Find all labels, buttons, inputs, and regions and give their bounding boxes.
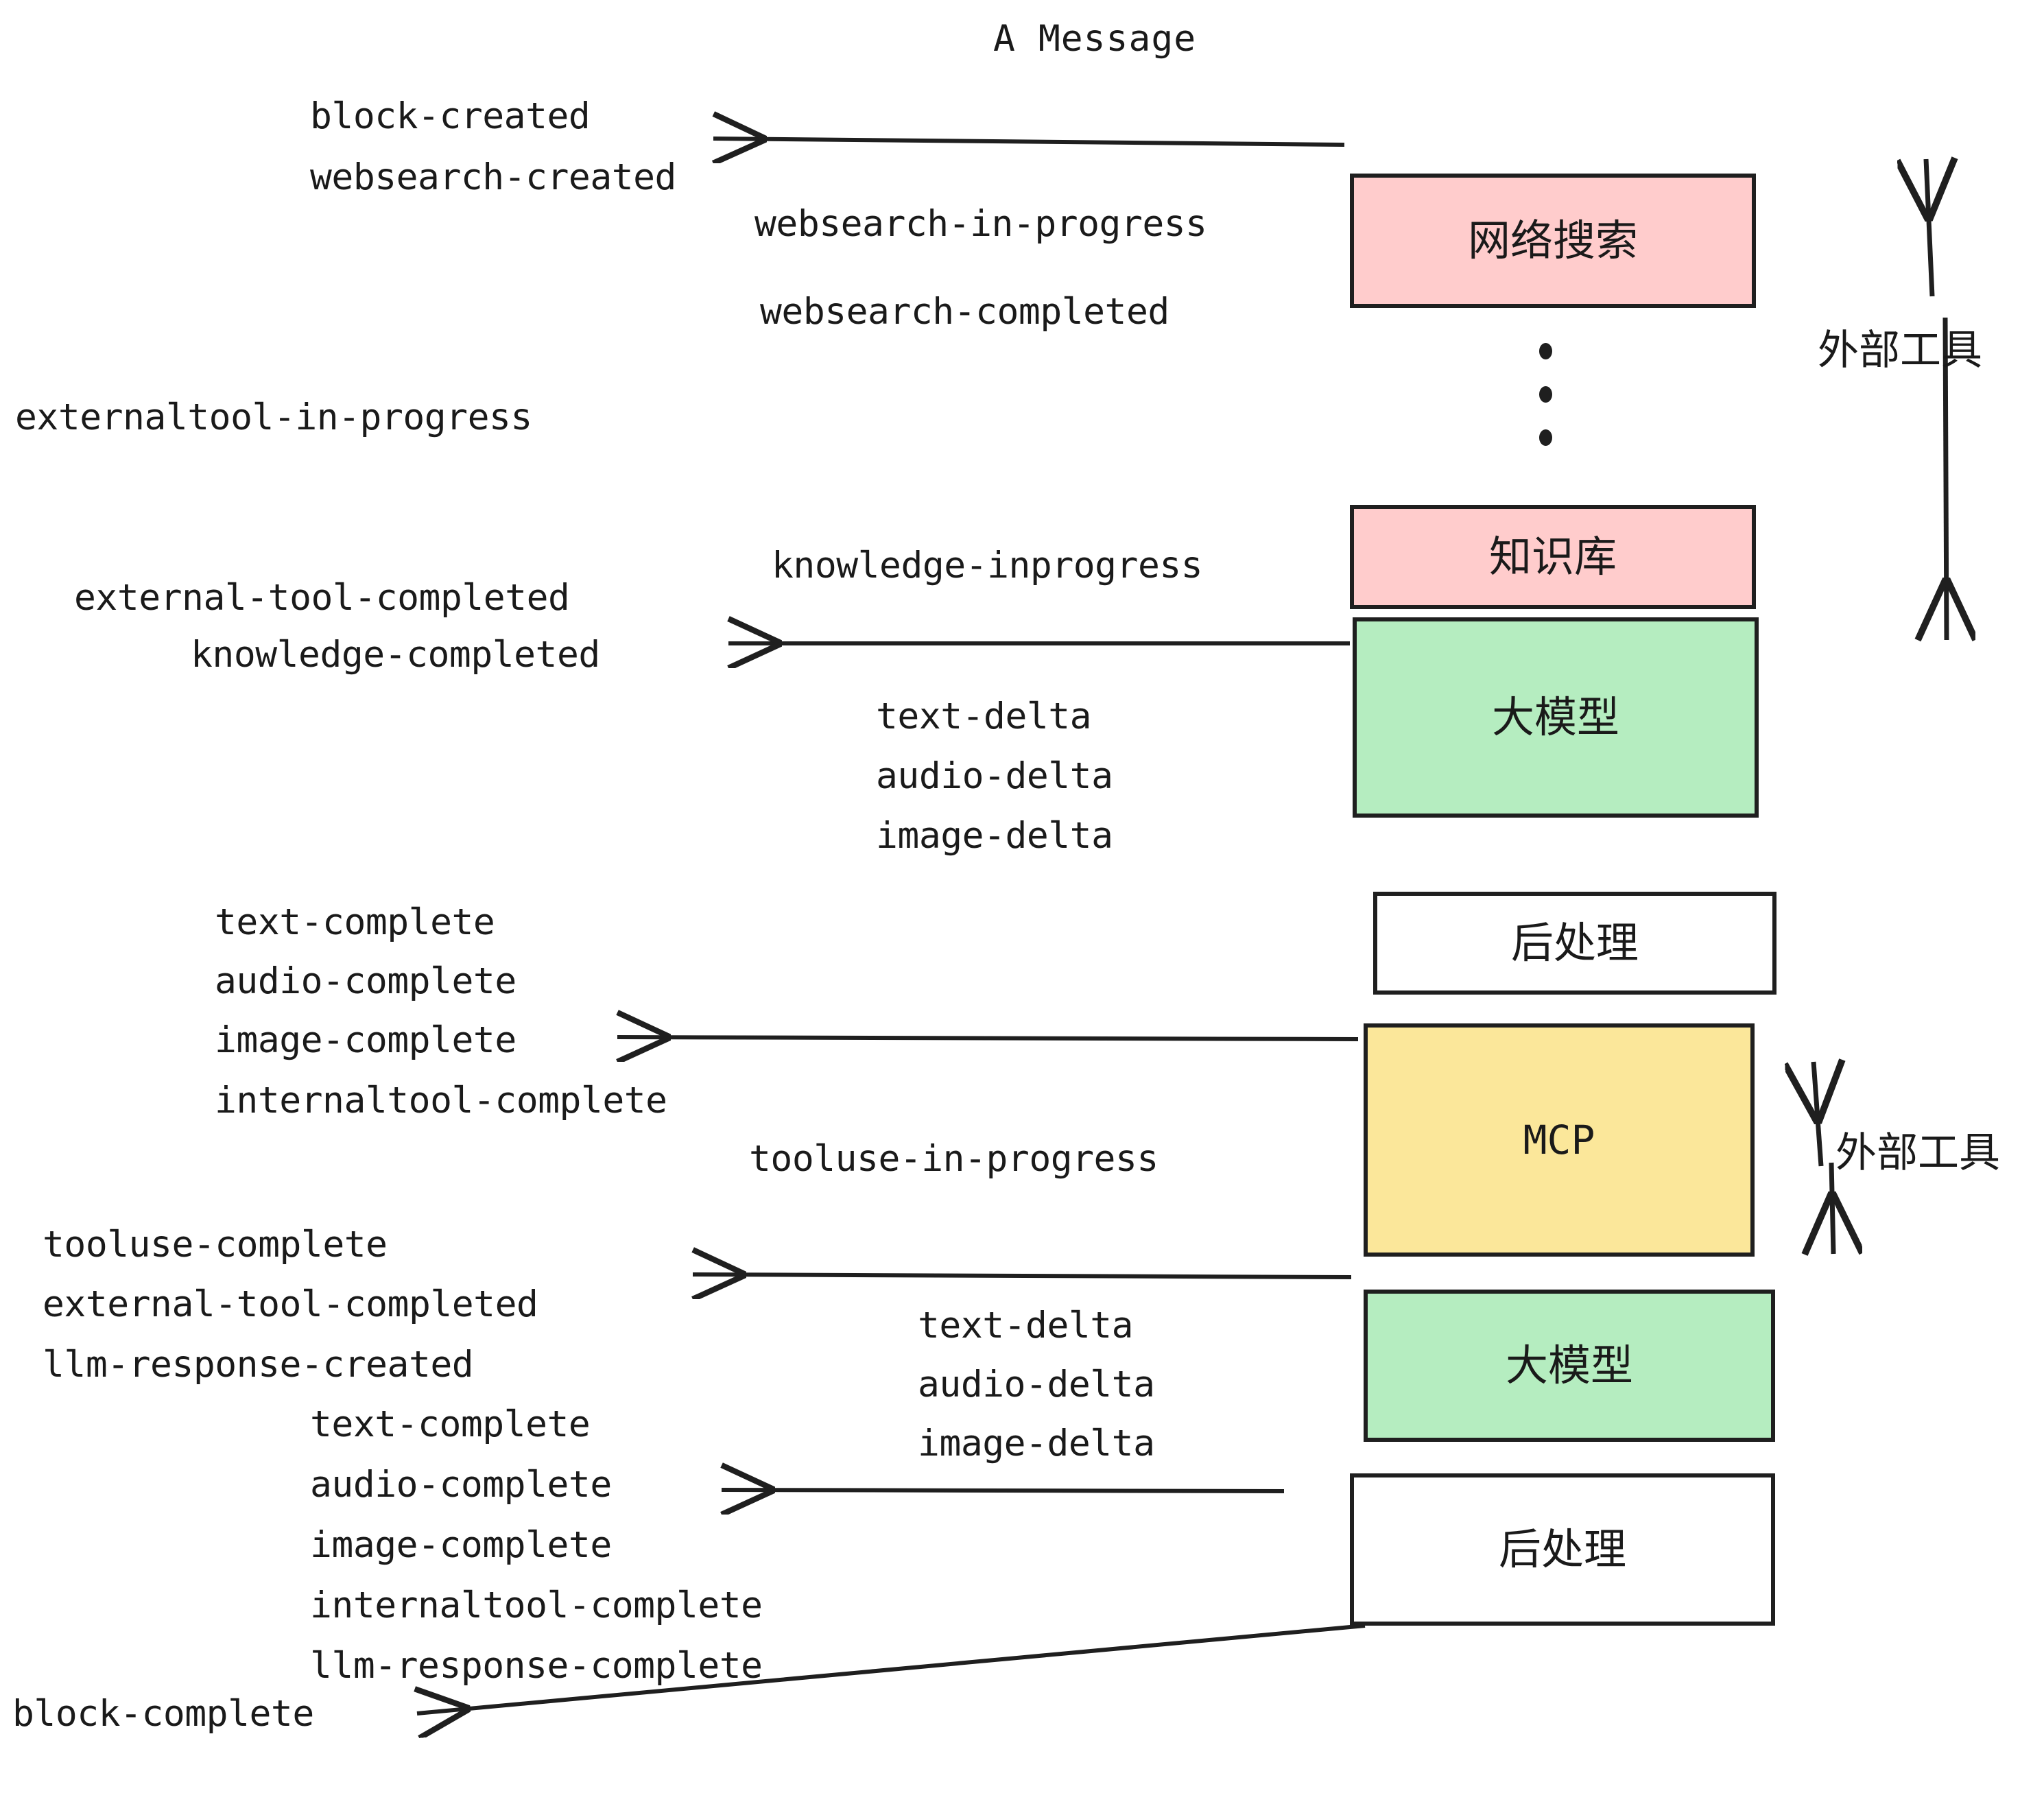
event-text-complete-1: text-complete [215, 901, 495, 943]
side-label-external-tool-lower: 外部工具 [1835, 1129, 2000, 1177]
event-image-complete-1: image-complete [215, 1019, 516, 1061]
event-image-delta-2: image-delta [918, 1423, 1155, 1464]
vertical-ellipsis [1538, 343, 1552, 446]
event-text-delta-2: text-delta [918, 1305, 1134, 1346]
event-llm-response-complete: llm-response-complete [310, 1645, 763, 1687]
box-llm-bottom-label: 大模型 [1505, 1340, 1633, 1390]
event-knowledge-inprogress: knowledge-inprogress [772, 545, 1203, 586]
side-label-external-tool-upper: 外部工具 [1818, 327, 1982, 375]
event-audio-complete-2: audio-complete [310, 1464, 612, 1506]
box-llm-bottom: 大模型 [1364, 1290, 1775, 1442]
external-tool-arrow-up-2 [1814, 1062, 1821, 1167]
page-title: A Message [993, 18, 1197, 60]
event-external-tool-completed-1: external-tool-completed [74, 577, 570, 619]
event-tooluse-in-progress: tooluse-in-progress [749, 1138, 1158, 1180]
event-externaltool-in-progress: externaltool-in-progress [15, 396, 532, 438]
arrow-tooluse-complete [693, 1274, 1352, 1277]
external-tool-arrow-down-2 [1831, 1162, 1833, 1254]
event-knowledge-completed: knowledge-completed [191, 634, 600, 676]
box-postprocess-bottom-label: 后处理 [1498, 1524, 1626, 1574]
box-llm-top-label: 大模型 [1491, 692, 1619, 742]
event-websearch-created: websearch-created [310, 156, 676, 198]
event-audio-delta-1: audio-delta [876, 755, 1113, 797]
box-postprocess-top: 后处理 [1373, 892, 1776, 995]
event-image-delta-1: image-delta [876, 815, 1113, 857]
box-websearch: 网络搜索 [1350, 174, 1756, 308]
ellipsis-dot [1538, 343, 1552, 359]
event-websearch-in-progress: websearch-in-progress [754, 203, 1207, 245]
ellipsis-dot [1538, 429, 1552, 446]
box-knowledge-base-label: 知识库 [1488, 532, 1617, 582]
ellipsis-dot [1538, 386, 1552, 403]
event-internaltool-complete-1: internaltool-complete [215, 1080, 667, 1121]
arrow-block-created [713, 139, 1345, 145]
event-websearch-completed: websearch-completed [760, 291, 1169, 333]
event-text-complete-2: text-complete [310, 1403, 591, 1445]
event-text-delta-1: text-delta [876, 696, 1092, 737]
box-postprocess-bottom: 后处理 [1350, 1473, 1775, 1626]
event-audio-complete-1: audio-complete [215, 960, 516, 1002]
external-tool-arrow-up-1 [1926, 159, 1932, 297]
event-internaltool-complete-2: internaltool-complete [310, 1585, 763, 1626]
event-audio-delta-2: audio-delta [918, 1364, 1155, 1405]
box-postprocess-top-label: 后处理 [1510, 918, 1639, 968]
event-external-tool-completed-2: external-tool-completed [43, 1283, 538, 1325]
arrow-audio-complete [722, 1490, 1285, 1491]
event-llm-response-created: llm-response-created [43, 1344, 474, 1386]
arrow-image-complete [617, 1037, 1359, 1039]
box-knowledge-base: 知识库 [1350, 505, 1756, 609]
event-image-complete-2: image-complete [310, 1524, 612, 1566]
box-llm-top: 大模型 [1353, 617, 1759, 818]
box-websearch-label: 网络搜索 [1467, 215, 1638, 265]
event-block-created: block-created [310, 95, 591, 137]
event-block-complete: block-complete [12, 1693, 314, 1735]
box-mcp-label: MCP [1523, 1117, 1595, 1163]
box-mcp: MCP [1364, 1023, 1755, 1257]
event-tooluse-complete: tooluse-complete [43, 1224, 388, 1266]
